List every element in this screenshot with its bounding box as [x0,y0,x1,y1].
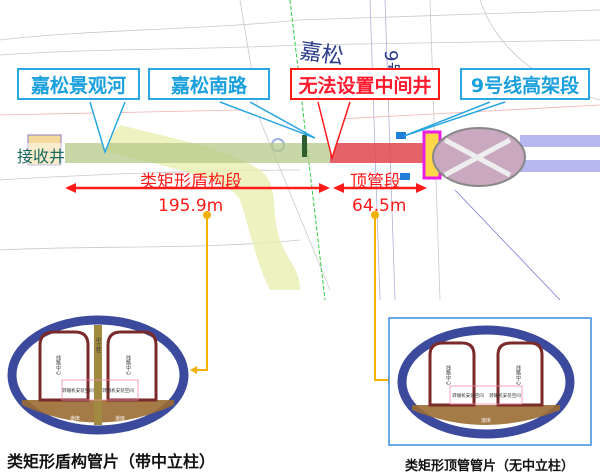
shield-section-caption: 类矩形盾构管片（带中立柱） [7,452,216,471]
orange-leader-lines [195,215,390,381]
leader-dot-right [371,211,379,219]
track-bed-left: 道床 [70,415,80,422]
track-center-left: 线路中心 [445,364,451,385]
track-center-left: 线路中心 [55,354,61,375]
track-bed: 道床 [481,417,491,424]
callout-pointers [89,101,506,161]
elevated-line-hatch-2 [520,160,600,172]
elevated-line-hatch [520,135,600,147]
switch-space-right: 转辙机安装空间 [489,392,521,399]
leader-arrowhead-left [190,366,197,374]
jacking-segment-label: 顶管段 [350,172,401,192]
callout-line9-elevated: 9号线高架段 [460,68,590,100]
track-center-right: 线路中心 [515,364,521,385]
green-park-band [100,125,300,290]
receiving-shaft-label: 接收井 [17,143,66,167]
station-pier-braces [443,137,512,178]
callout-landscape-river: 嘉松景观河 [17,68,140,100]
pier-marker-top [396,132,406,139]
pier-marker-bottom [400,173,410,180]
callout-no-intermediate-shaft: 无法设置中间井 [290,68,440,100]
jacking-segment-length: 64.5m [352,196,407,216]
road-label-jiasong: 嘉松 [298,39,345,70]
shield-segment-length: 195.9m [158,196,224,216]
switch-space-right: 转辙机安装空间 [102,387,134,394]
track-center-right: 线路中心 [125,354,131,375]
road-marker [302,135,307,157]
shield-segment-cross-section: 中立柱 线路中心 线路中心 转辙机安装空间 转辙机安装空间 道床 道床 [7,315,189,435]
jacking-segment-cross-section: 线路中心 线路中心 转辙机安装空间 转辙机安装空间 道床 [397,325,575,439]
dimension-arrows [65,183,427,193]
jacking-section-caption: 类矩形顶管管片（无中立柱） [405,459,575,474]
shield-segment-band [65,143,330,163]
leader-dot-left [203,211,211,219]
switch-space-left: 转辙机安装空间 [452,392,484,399]
track-bed-right: 道床 [115,415,125,422]
callout-jiasong-south-road: 嘉松南路 [148,68,270,100]
shield-segment-label: 类矩形盾构段 [140,172,242,192]
switch-space-left: 转辙机安装空间 [62,387,94,394]
column-label: 中立柱 [95,337,101,354]
jacking-segment-band [330,143,432,163]
